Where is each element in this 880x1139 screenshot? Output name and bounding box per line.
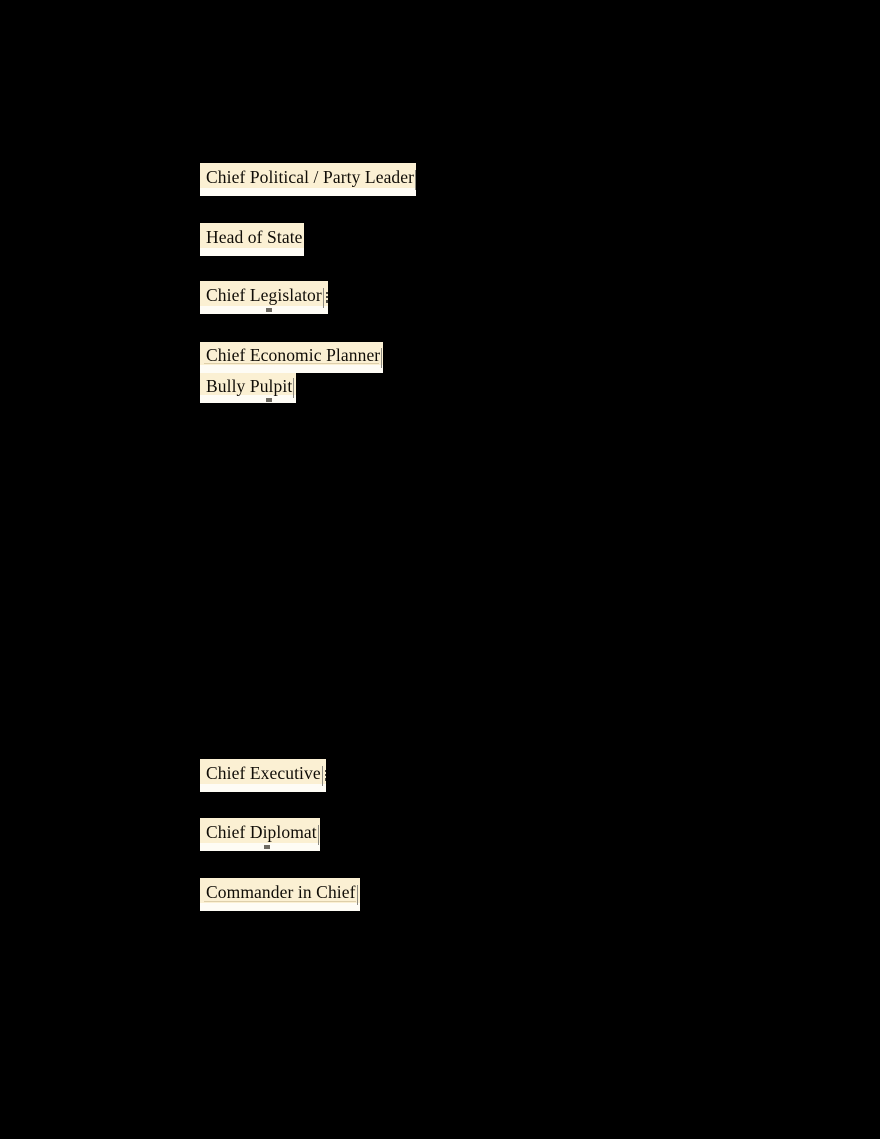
text-caret[interactable] [356,884,358,905]
underline-artifact [204,901,356,902]
text-caret[interactable] [322,287,324,308]
highlighted-label-chief-legislator[interactable]: Chief Legislator [200,281,328,314]
label-text: Chief Legislator [206,285,322,306]
highlighted-label-chief-diplomat[interactable]: Chief Diplomat [200,818,320,851]
highlighted-label-chief-executive[interactable]: Chief Executive [200,759,326,792]
label-text: Bully Pulpit [206,375,293,396]
text-caret[interactable] [317,824,319,845]
page-column-right [400,0,880,1139]
highlighted-label-bully-pulpit[interactable]: Bully Pulpit [200,373,296,403]
highlighted-label-chief-political-party-leader[interactable]: Chief Political / Party Leader [200,163,416,196]
highlighted-label-head-of-state[interactable]: Head of State [200,223,304,256]
clipped-glyph-fragment [324,770,326,781]
underline-artifact [204,363,379,364]
label-text: Chief Economic Planner [206,345,381,366]
label-text: Commander in Chief [206,882,356,903]
highlighted-label-commander-in-chief[interactable]: Commander in Chief [200,878,360,911]
text-caret[interactable] [381,347,383,368]
descender-speck [266,398,272,402]
highlighted-label-chief-economic-planner[interactable]: Chief Economic Planner [200,342,383,373]
label-text: Chief Political / Party Leader [206,167,415,188]
text-caret[interactable] [321,765,323,786]
page-column-left [0,0,208,1139]
clipped-glyph-fragment [325,292,328,303]
text-caret[interactable] [293,378,295,398]
descender-speck [264,845,270,849]
text-caret[interactable] [415,169,416,190]
label-text: Head of State [206,227,303,248]
label-text: Chief Diplomat [206,822,317,843]
label-text: Chief Executive [206,763,321,784]
descender-speck [266,308,272,312]
